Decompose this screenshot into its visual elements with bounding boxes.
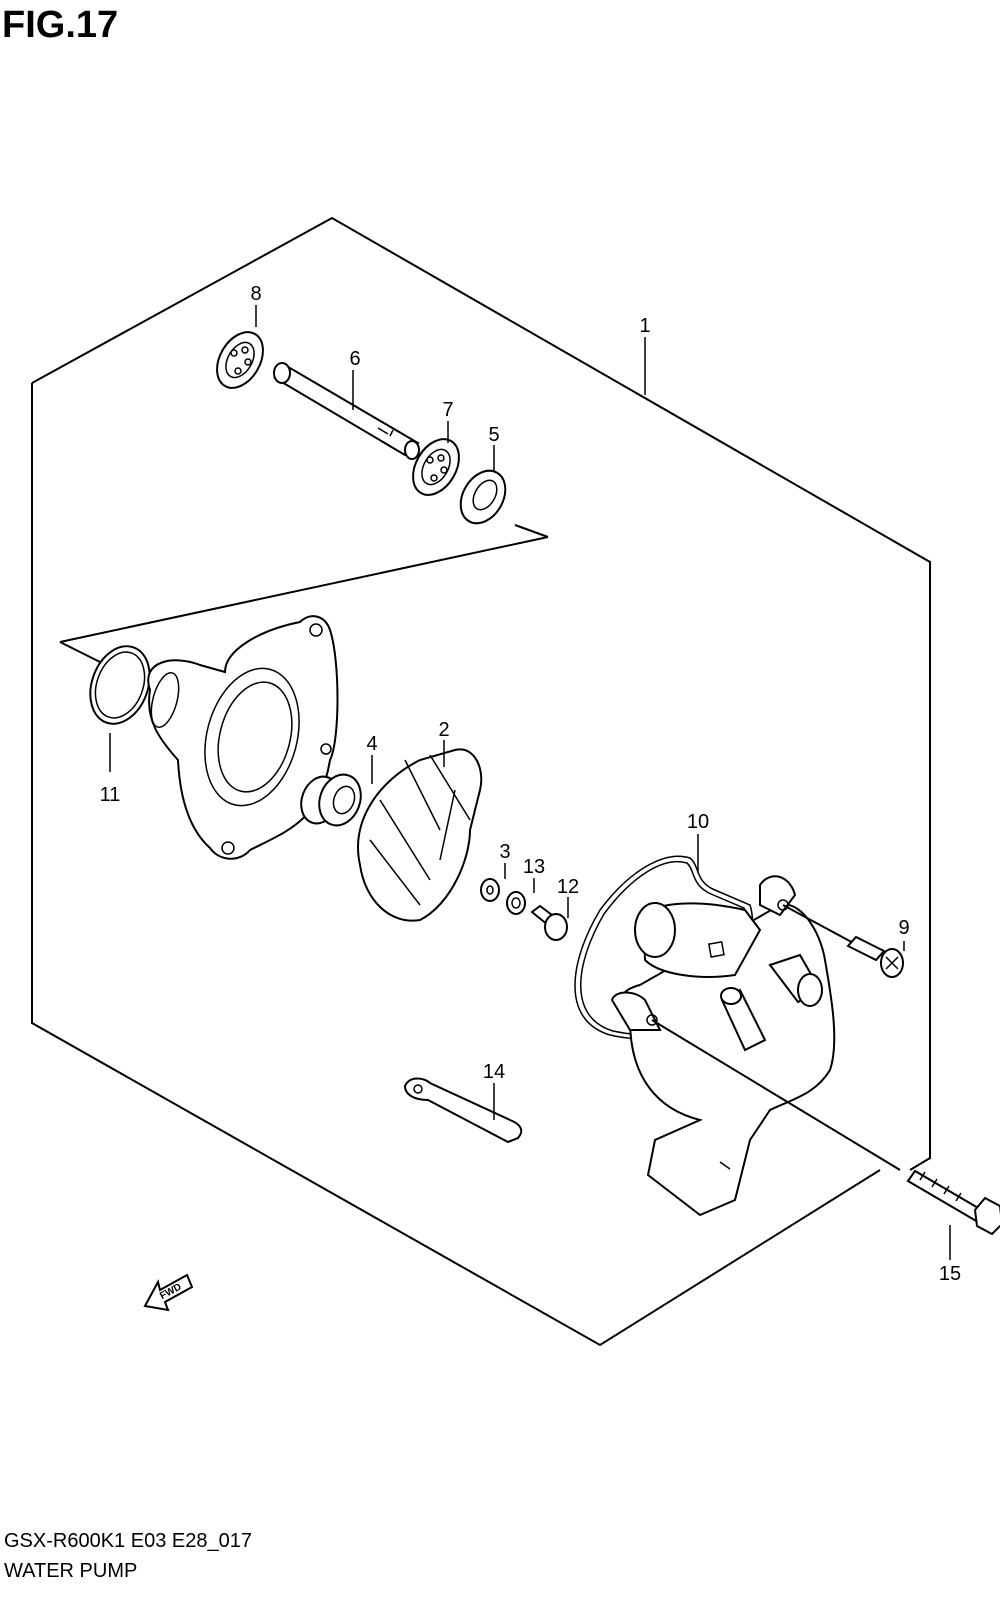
callout-7: 7 <box>442 399 453 421</box>
callout-12: 12 <box>557 876 579 898</box>
washer-3 <box>480 878 500 902</box>
callout-13: 13 <box>523 856 545 878</box>
callout-4: 4 <box>366 733 377 755</box>
oil-seal-5 <box>459 469 507 525</box>
bolt-15 <box>651 1019 1000 1236</box>
assembly-outline <box>31 216 931 1171</box>
diagram-code: GSX-R600K1 E03 E28_017 <box>4 1530 252 1552</box>
callout-9: 9 <box>898 917 909 939</box>
washer-13 <box>506 891 526 915</box>
leader-lines <box>109 305 951 1260</box>
callout-14: 14 <box>483 1061 505 1083</box>
shaft-6 <box>273 362 420 460</box>
bearing-8 <box>216 331 264 389</box>
assembly-outline <box>59 641 101 663</box>
bearing-7 <box>412 438 460 496</box>
callout-11: 11 <box>100 784 121 806</box>
diagram-name: WATER PUMP <box>4 1560 138 1582</box>
pump-cover <box>610 875 836 1217</box>
impeller-2 <box>357 748 483 922</box>
bolt-9 <box>782 904 904 978</box>
figure-title: FIG.17 <box>2 4 119 46</box>
pump-housing <box>147 615 339 860</box>
callout-10: 10 <box>687 811 709 833</box>
callout-2: 2 <box>438 719 449 741</box>
callout-1: 1 <box>639 315 650 337</box>
callout-15: 15 <box>939 1263 961 1285</box>
assembly-outline <box>514 524 549 538</box>
callout-8: 8 <box>250 283 261 305</box>
clamp-14 <box>403 1077 523 1144</box>
fwd-arrow-icon: FWD <box>143 1273 194 1312</box>
callout-5: 5 <box>488 424 499 446</box>
assembly-outline <box>31 383 881 1347</box>
callout-6: 6 <box>349 348 360 370</box>
bolt-12 <box>530 904 568 941</box>
callout-3: 3 <box>499 841 510 863</box>
o-ring-11 <box>89 645 151 725</box>
mechanical-seal-4 <box>300 773 362 827</box>
assembly-outline <box>59 536 549 643</box>
